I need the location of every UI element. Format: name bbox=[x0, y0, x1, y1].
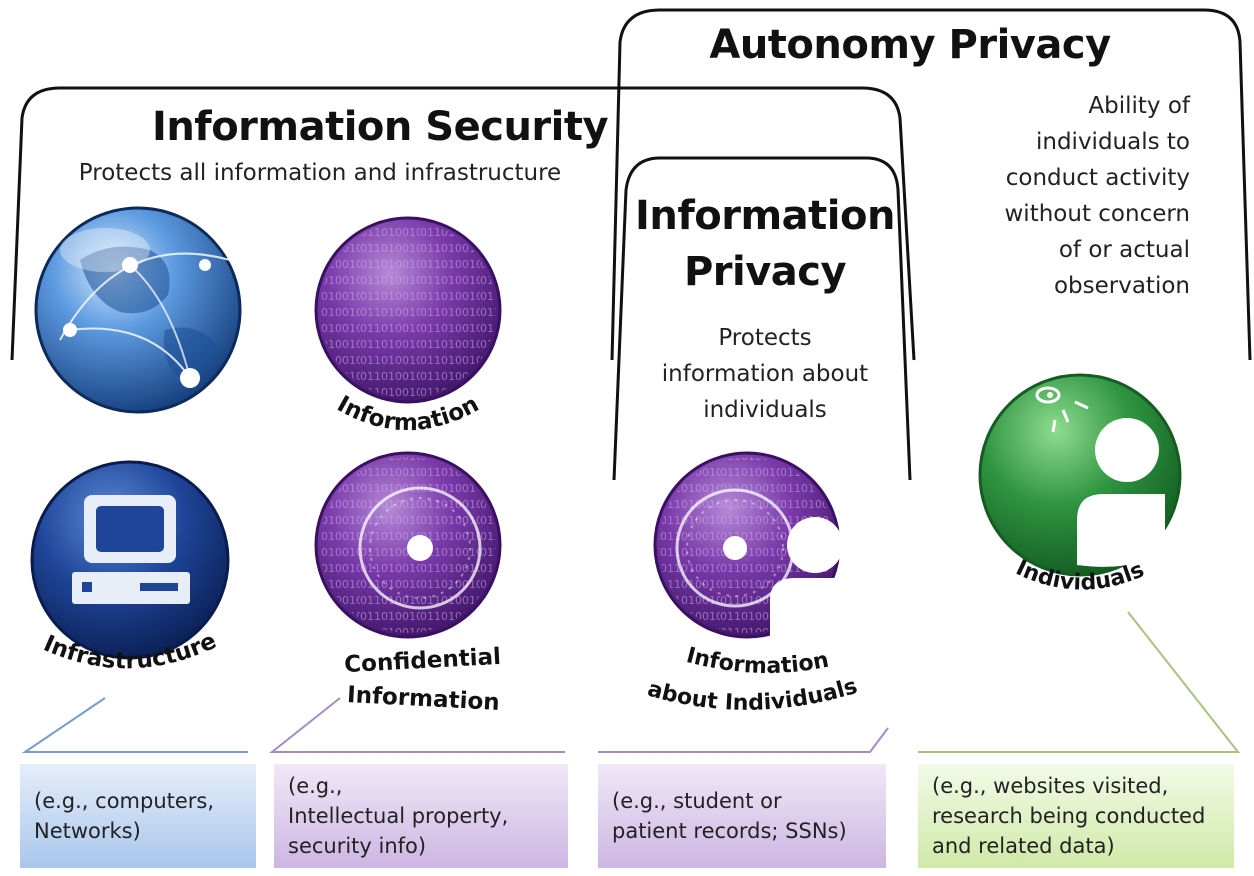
info-privacy-title-line: Information bbox=[635, 193, 895, 239]
example-line: patient records; SSNs) bbox=[612, 819, 847, 843]
icon-label-about-individuals-line2: about Individuals bbox=[645, 674, 861, 716]
example-line: (e.g., computers, bbox=[34, 789, 215, 813]
bracket-security bbox=[10, 86, 916, 361]
computer-icon bbox=[30, 460, 230, 660]
icon-label-confidential-line2: Information bbox=[346, 682, 500, 716]
info-privacy-title-line: Privacy bbox=[683, 249, 847, 295]
connector-lines bbox=[21, 611, 1241, 753]
individual-person-icon bbox=[978, 373, 1182, 577]
autonomy-desc-line: observation bbox=[1053, 273, 1190, 299]
example-line: (e.g., websites visited, bbox=[932, 774, 1169, 798]
bracket-info-privacy bbox=[612, 156, 912, 481]
icon-label-confidential-line1: Confidential bbox=[344, 644, 502, 678]
example-line: security info) bbox=[288, 834, 427, 858]
icon-label-about-individuals-line1: Information bbox=[684, 643, 831, 679]
example-box-individual-info: (e.g., student or patient records; SSNs) bbox=[598, 764, 886, 868]
globe-icon bbox=[34, 206, 242, 414]
autonomy-privacy-title: Autonomy Privacy bbox=[709, 22, 1111, 68]
info-privacy-desc-line: Protects bbox=[718, 325, 812, 351]
example-line: (e.g., bbox=[288, 774, 343, 798]
autonomy-desc-line: of or actual bbox=[1058, 237, 1190, 263]
autonomy-privacy-description: Ability of individuals to conduct activi… bbox=[1000, 88, 1191, 304]
autonomy-desc-line: individuals to bbox=[1035, 129, 1190, 155]
example-line: Intellectual property, bbox=[288, 804, 509, 828]
information-sphere-icon bbox=[314, 216, 502, 404]
example-line: Networks) bbox=[34, 819, 141, 843]
information-security-title: Information Security bbox=[151, 104, 609, 150]
information-privacy-description: Protects information about individuals bbox=[630, 320, 900, 428]
info-privacy-desc-line: information about bbox=[661, 361, 869, 387]
bracket-lines bbox=[10, 8, 1252, 481]
information-privacy-title: Information Privacy bbox=[630, 188, 900, 300]
example-box-confidential: (e.g., Intellectual property, security i… bbox=[274, 764, 568, 868]
autonomy-desc-line: conduct activity bbox=[1005, 165, 1190, 191]
autonomy-desc-line: without concern bbox=[1004, 201, 1191, 227]
example-box-infrastructure: (e.g., computers, Networks) bbox=[20, 764, 256, 868]
bracket-autonomy bbox=[610, 8, 1252, 361]
info-privacy-desc-line: individuals bbox=[703, 397, 827, 423]
example-line: (e.g., student or bbox=[612, 789, 782, 813]
example-line: research being conducted bbox=[932, 804, 1206, 828]
example-line: and related data) bbox=[932, 834, 1115, 858]
example-box-individuals: (e.g., websites visited, research being … bbox=[918, 764, 1234, 868]
confidential-lock-icon bbox=[314, 451, 502, 639]
example-box-bg-individual-info bbox=[598, 764, 886, 868]
individual-record-icon bbox=[653, 451, 843, 640]
information-security-description: Protects all information and infrastruct… bbox=[78, 160, 562, 186]
autonomy-desc-line: Ability of bbox=[1088, 93, 1190, 119]
example-box-bg-infrastructure bbox=[20, 764, 256, 868]
example-box-bg-individuals bbox=[918, 764, 1234, 868]
example-box-bg-confidential bbox=[274, 764, 568, 868]
